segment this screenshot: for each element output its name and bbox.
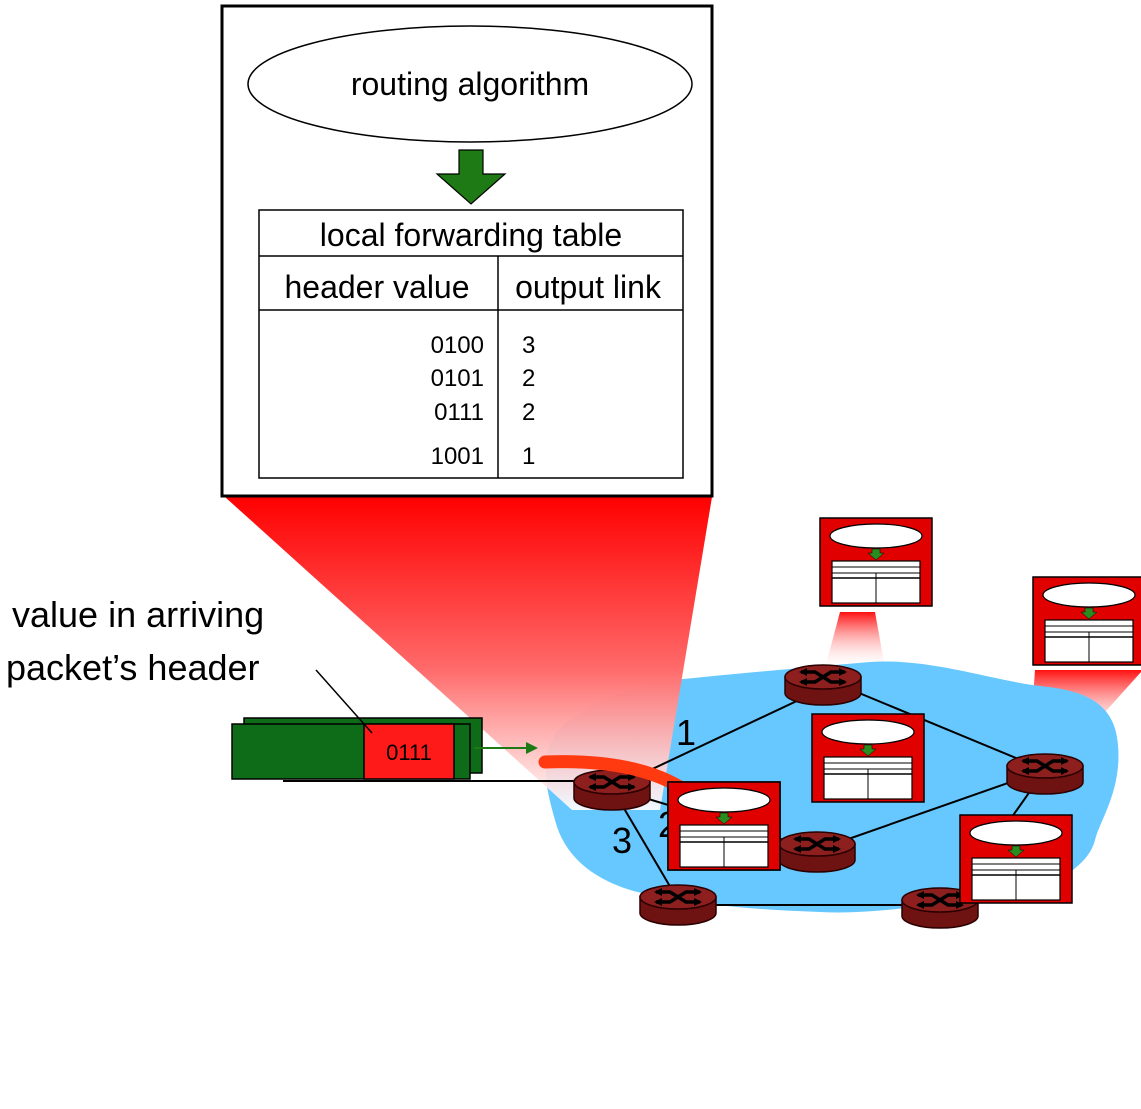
router-icon-bottom-left — [638, 883, 718, 927]
mini-table-right — [1032, 576, 1141, 666]
forwarding-table — [258, 209, 684, 479]
table-row-header: 1001 — [431, 443, 484, 470]
link-label-1: 1 — [676, 712, 696, 753]
arrival-arrow-icon — [474, 742, 538, 754]
annotation-line-1: value in arriving — [12, 594, 264, 635]
link-label-3: 3 — [612, 820, 632, 861]
column-header-value: header value — [284, 269, 469, 305]
down-arrow-icon — [435, 149, 507, 205]
beam-top-router — [825, 612, 885, 668]
annotation-pointer — [315, 669, 373, 734]
table-row-link: 1 — [522, 443, 535, 470]
routing-algorithm-ellipse — [247, 25, 693, 143]
mini-table-bottom-left-lower — [667, 781, 781, 871]
mini-table-top — [819, 517, 933, 607]
column-output-link: output link — [515, 269, 662, 305]
table-row-link: 2 — [522, 365, 535, 392]
router-icon-middle — [777, 830, 857, 874]
forwarding-table-title: local forwarding table — [320, 217, 622, 253]
packet-header-value: 0111 — [386, 740, 432, 765]
table-row-link: 3 — [522, 332, 535, 359]
table-row-header: 0101 — [431, 365, 484, 392]
router-icon-top — [783, 663, 863, 707]
table-row-header: 0100 — [431, 332, 484, 359]
routing-algorithm-label: routing algorithm — [351, 66, 589, 102]
table-row-link: 2 — [522, 399, 535, 426]
beam-main-router — [225, 497, 712, 810]
mini-table-bottom-right — [959, 814, 1073, 904]
router-icon-right — [1005, 752, 1085, 796]
table-row-header: 0111 — [434, 399, 484, 426]
packet-icon — [231, 717, 483, 780]
mini-table-middle — [811, 713, 925, 803]
annotation-line-2: packet’s header — [6, 647, 260, 688]
